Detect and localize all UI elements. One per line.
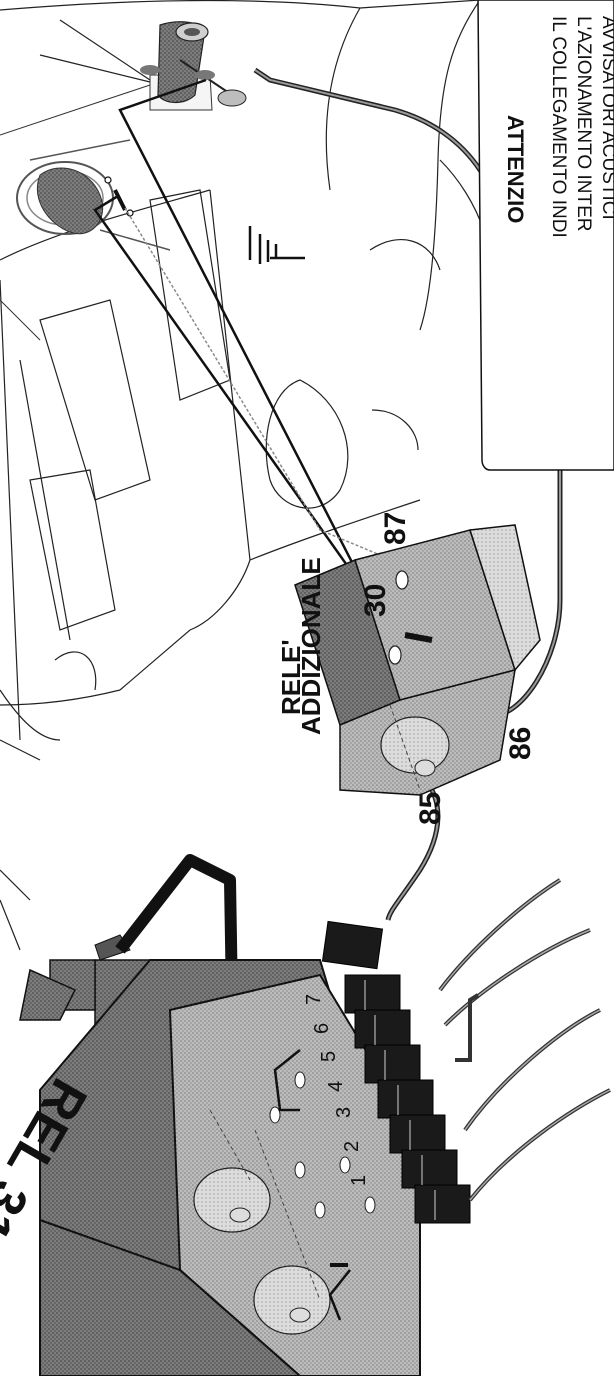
wire-horn-to-87 (124, 207, 393, 561)
warning-title: ATTENZIO (503, 115, 528, 223)
pin-label-2: 2 (341, 1141, 363, 1152)
relay-pins (269, 1071, 376, 1267)
pin-label-1: 1 (348, 1175, 370, 1186)
relay-label-line1: RELE' (276, 639, 306, 715)
pin-label-3: 3 (333, 1107, 355, 1118)
warning-line-3: AVVISATORI ACUSTICI (598, 16, 614, 220)
pin-label-7: 7 (303, 994, 325, 1005)
pointer-lines (0, 84, 151, 341)
warning-line-2: L'AZIONAMENTO INTER (573, 16, 594, 231)
steering-wheel-icon (16, 139, 171, 251)
pin-label-4: 4 (325, 1081, 347, 1092)
warning-line-1: IL COLLEGAMENTO INDI (548, 16, 569, 238)
terminal-86-label: 86 (504, 727, 537, 760)
warning-box: ATTENZIO IL COLLEGAMENTO INDI L'AZIONAME… (477, 0, 614, 471)
wire-horn-to-30 (93, 78, 402, 653)
pin-number-labels: 1 2 3 4 5 6 7 (303, 994, 370, 1186)
terminal-30-label: 30 (359, 584, 392, 617)
pin-label-5: 5 (318, 1051, 340, 1062)
relay-label: RELE' ADDIZIONALE (276, 557, 326, 735)
terminal-85-label: 85 (414, 792, 447, 825)
terminal-87-label: 87 (379, 512, 412, 545)
additional-relay (294, 524, 541, 796)
horn-switch (104, 176, 134, 217)
relay-label-line2: ADDIZIONALE (296, 557, 326, 735)
output-wires (273, 878, 611, 1321)
wire-85-to-connector (385, 782, 441, 921)
main-relay-unit (39, 959, 421, 1376)
pin-label-6: 6 (311, 1023, 333, 1034)
ground-symbol-icon (248, 226, 305, 264)
connector-blocks (321, 920, 471, 1224)
